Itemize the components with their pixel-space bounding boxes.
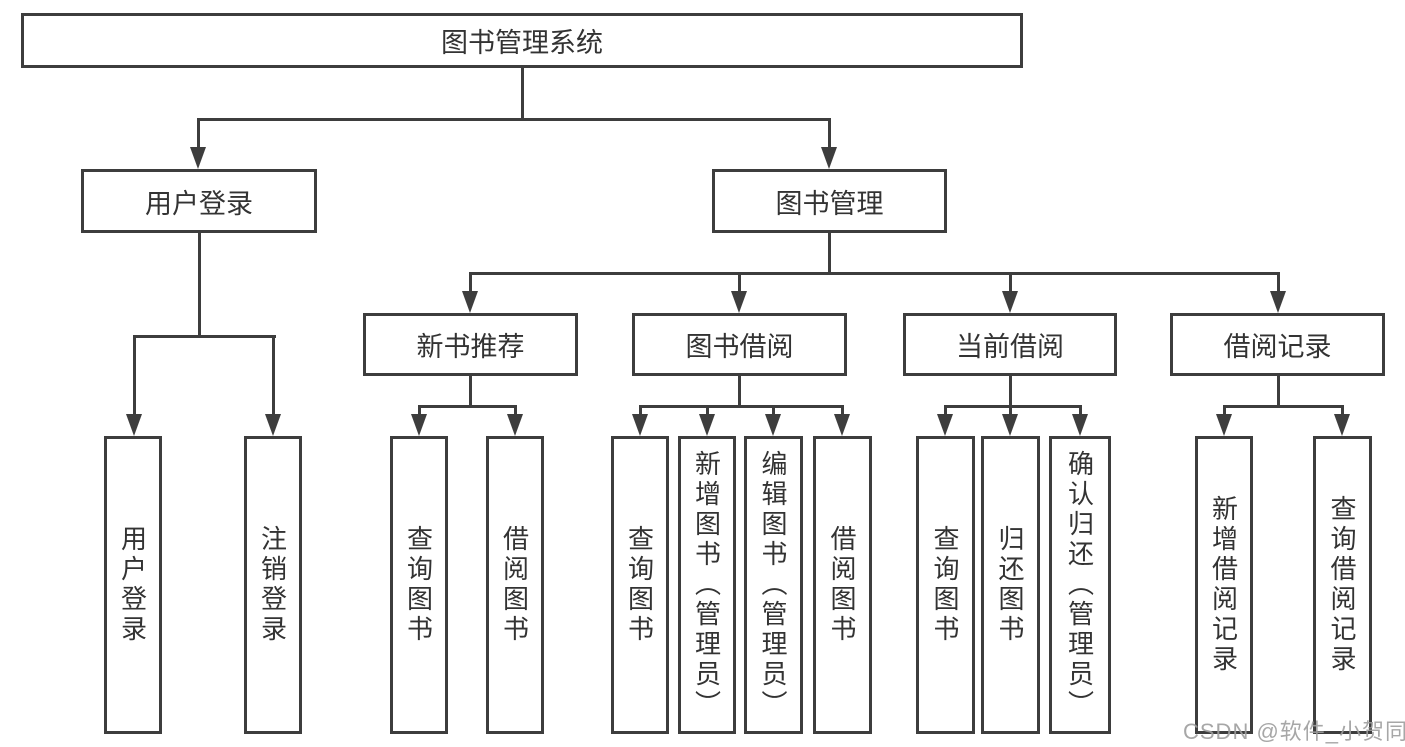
connector-user-login-stem [198,233,201,335]
connector-drop-book-management [828,118,831,147]
connector-drop [1223,405,1226,414]
connector-drop-user-login [197,118,200,147]
arrow-down-icon [1270,291,1286,313]
connector-drop [514,405,517,414]
node-leaf-query-books-recommend: 查询图书 [390,436,448,734]
node-leaf-borrow-books: 借阅图书 [813,436,872,734]
node-leaf-borrow-books-recommend: 借阅图书 [486,436,544,734]
connector-current-borrow-stem [1009,376,1012,407]
connector-root-rail [197,118,831,121]
node-leaf-edit-books-admin: 编辑图书（管理员） [744,436,803,734]
connector-current-borrow-rail [944,405,1082,408]
arrow-down-icon [834,414,850,436]
arrow-down-icon [507,414,523,436]
arrow-down-icon [126,414,142,436]
node-user-login: 用户登录 [81,169,317,233]
connector-drop [1009,405,1012,414]
connector-drop [418,405,421,414]
arrow-down-icon [1072,414,1088,436]
node-borrow-records: 借阅记录 [1170,313,1385,376]
connector-drop-new-book [469,272,472,291]
connector-new-book-stem [469,376,472,405]
arrow-down-icon [821,147,837,169]
connector-borrow-records-rail [1223,405,1344,408]
connector-drop-leaf-user-login [133,335,136,414]
node-book-borrow: 图书借阅 [632,313,847,376]
node-leaf-return-books: 归还图书 [981,436,1040,734]
arrow-down-icon [411,414,427,436]
connector-drop [1079,405,1082,414]
connector-book-borrow-stem [738,376,741,405]
connector-drop [772,405,775,414]
connector-drop [841,405,844,414]
arrow-down-icon [699,414,715,436]
arrow-down-icon [937,414,953,436]
arrow-down-icon [1002,414,1018,436]
node-leaf-query-books-borrow: 查询图书 [611,436,669,734]
connector-new-book-rail [418,405,517,408]
connector-drop [706,405,709,414]
node-leaf-user-login: 用户登录 [104,436,162,734]
node-new-book-recommend: 新书推荐 [363,313,578,376]
connector-drop-borrow-records [1277,272,1280,291]
arrow-down-icon [462,291,478,313]
node-leaf-query-books-current: 查询图书 [916,436,975,734]
node-book-management: 图书管理 [712,169,947,233]
node-leaf-confirm-return-admin: 确认归还（管理员） [1049,436,1111,734]
connector-root-stem [521,68,524,118]
arrow-down-icon [1334,414,1350,436]
csdn-watermark: CSDN @软件_小贺同学 [1183,719,1405,744]
arrow-down-icon [190,147,206,169]
connector-drop [1341,405,1344,414]
arrow-down-icon [1216,414,1232,436]
connector-drop [639,405,642,414]
connector-drop-book-borrow [738,272,741,291]
node-leaf-add-books-admin: 新增图书（管理员） [678,436,736,734]
arrow-down-icon [765,414,781,436]
arrow-down-icon [265,414,281,436]
connector-drop-current-borrow [1009,272,1012,291]
arrow-down-icon [731,291,747,313]
connector-borrow-records-stem [1277,376,1280,405]
node-leaf-logout: 注销登录 [244,436,302,734]
connector-book-management-stem [828,233,831,272]
arrow-down-icon [1002,291,1018,313]
connector-book-management-rail [469,272,1280,275]
node-leaf-add-borrow-record: 新增借阅记录 [1195,436,1253,734]
arrow-down-icon [632,414,648,436]
connector-book-borrow-rail [639,405,844,408]
connector-drop [944,405,947,414]
node-leaf-query-borrow-record: 查询借阅记录 [1313,436,1372,734]
node-system-root: 图书管理系统 [21,13,1023,68]
node-current-borrow: 当前借阅 [903,313,1117,376]
connector-user-login-rail [133,335,276,338]
connector-drop-leaf-logout [272,335,275,414]
